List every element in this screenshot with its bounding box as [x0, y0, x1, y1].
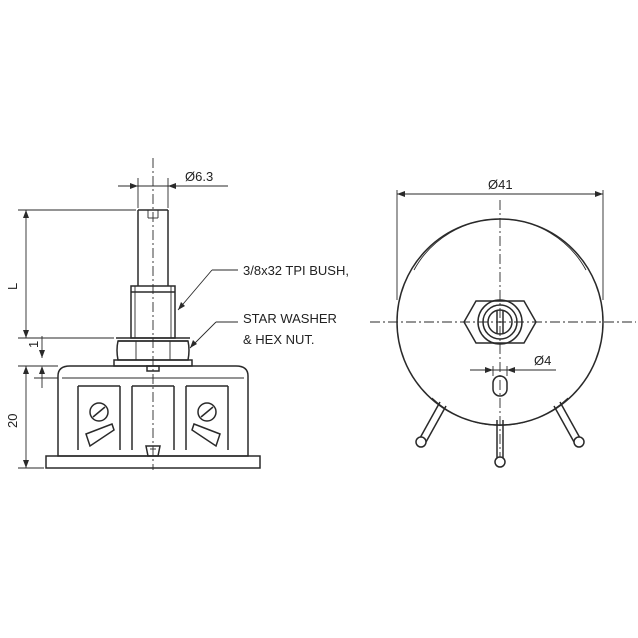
body-height-label: 20 — [5, 414, 20, 428]
front-hex-nut — [463, 300, 537, 344]
shaft-diameter-label: Ø6.3 — [185, 169, 213, 184]
bushing-ring — [482, 304, 518, 340]
center-terminal — [145, 445, 161, 457]
gap-dimension: 1 — [18, 336, 58, 388]
bushing-callout-text: 3/8x32 TPI BUSH, — [243, 263, 349, 278]
body-diameter-label: Ø41 — [488, 177, 513, 192]
body-lower-rim — [431, 397, 569, 426]
right-terminal-screw — [191, 402, 221, 448]
body-height-dimension: 20 — [5, 366, 44, 469]
front-view: Ø41 Ø4 — [370, 177, 636, 470]
length-label: L — [5, 283, 20, 290]
washer-nut-callout: STAR WASHER & HEX NUT. — [189, 311, 337, 349]
terminal-pins — [415, 401, 585, 468]
shaft — [137, 209, 169, 286]
washer-ring — [477, 299, 523, 345]
locating-stud — [146, 365, 160, 372]
pin-diameter-label: Ø4 — [534, 353, 551, 368]
body-rim — [413, 218, 587, 271]
bushing-callout: 3/8x32 TPI BUSH, — [177, 263, 349, 311]
gap-label: 1 — [26, 341, 41, 348]
shaft-end — [487, 309, 513, 335]
left-terminal-screw — [85, 402, 115, 448]
washer-callout-line1: STAR WASHER — [243, 311, 337, 326]
pin-diameter-dimension: Ø4 — [470, 353, 556, 376]
side-view: Ø6.3 L 1 20 — [5, 158, 349, 470]
washer-callout-line2: & HEX NUT. — [243, 332, 315, 347]
locating-pin — [492, 375, 508, 397]
potentiometer-body — [57, 365, 249, 457]
body-diameter-dimension: Ø41 — [396, 177, 604, 300]
length-dimension: L — [5, 209, 136, 339]
shaft-diameter-dimension: Ø6.3 — [118, 169, 228, 208]
